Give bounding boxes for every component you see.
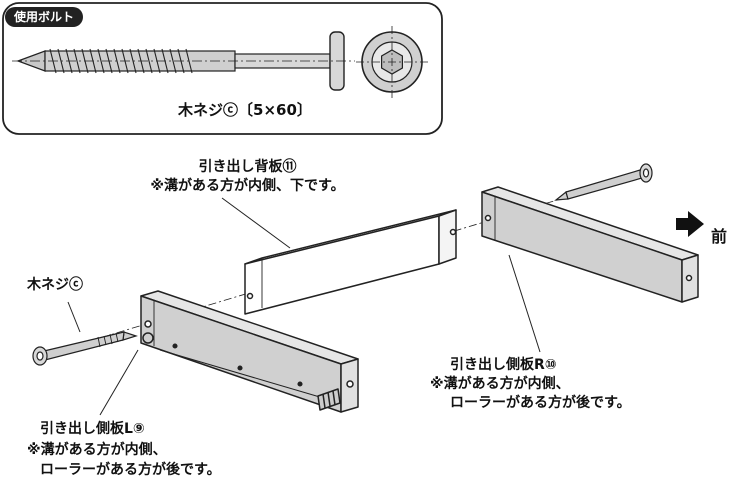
side-l-note-1: ※溝がある方が内側、 [27, 442, 167, 458]
side-r-note-1: ※溝がある方が内側、 [430, 376, 570, 392]
bolt-badge: 使用ボルト [5, 7, 84, 27]
side-board-left [140, 290, 359, 413]
side-l-label: 引き出し側板L⑨ [40, 421, 145, 437]
roller-icon [317, 388, 341, 411]
back-board-note: ※溝がある方が内側、下です。 [150, 178, 345, 194]
screw-illustration-top [12, 31, 355, 91]
leader-lines [67, 197, 541, 416]
side-r-label: 引き出し側板R⑩ [450, 357, 557, 373]
side-r-note-2: ローラーがある方が後です。 [450, 395, 631, 411]
front-arrow-icon [676, 211, 704, 237]
side-l-note-2: ローラーがある方が後です。 [40, 462, 221, 478]
front-label: 前 [711, 227, 728, 246]
screw-right [554, 163, 653, 201]
screw-left [32, 331, 138, 366]
side-board-right [481, 186, 699, 303]
back-board-label: 引き出し背板⑪ [198, 159, 297, 175]
screw-spec-label: 木ネジⓒ〔5×60〕 [178, 101, 312, 119]
screw-head-icon [356, 26, 428, 98]
back-board [244, 209, 457, 315]
screw-c-label: 木ネジⓒ [27, 277, 83, 293]
